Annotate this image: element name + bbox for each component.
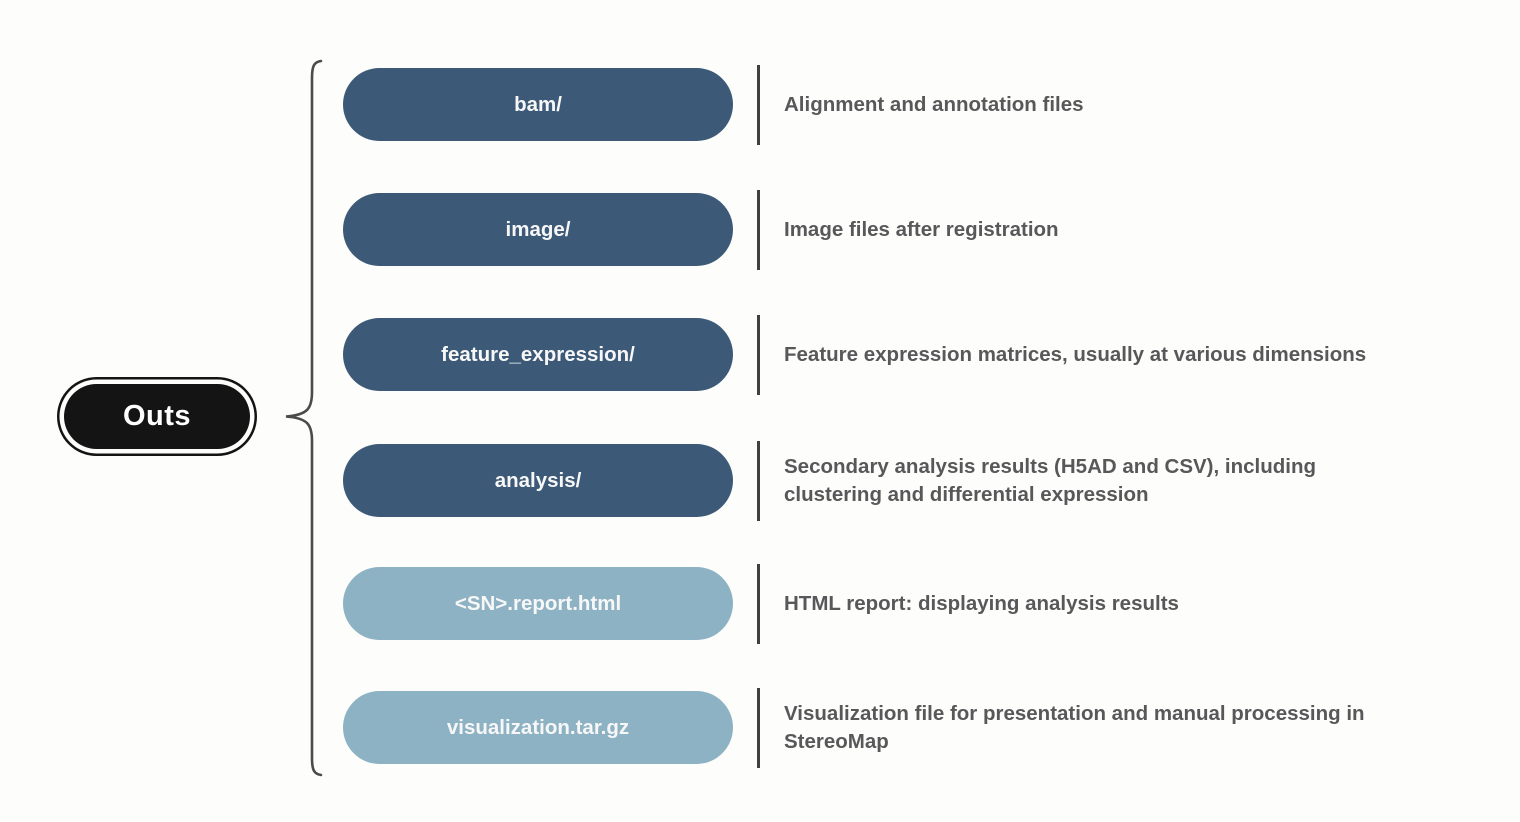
node-pill-feature-expression: feature_expression/ bbox=[343, 318, 733, 391]
node-description: Image files after registration bbox=[784, 216, 1059, 244]
diagram-row-analysis: analysis/ Secondary analysis results (H5… bbox=[0, 436, 1520, 526]
root-node-label: Outs bbox=[122, 400, 192, 432]
diagram-row-feature-expression: feature_expression/ Feature expression m… bbox=[0, 310, 1520, 400]
brace-connector-icon bbox=[285, 59, 323, 777]
diagram-row-bam: bam/ Alignment and annotation files bbox=[0, 60, 1520, 150]
description-line: HTML report: displaying analysis results bbox=[784, 592, 1179, 615]
pill-label: image/ bbox=[505, 217, 571, 241]
divider-line bbox=[757, 65, 760, 145]
diagram-row-visualization: visualization.tar.gz Visualization file … bbox=[0, 683, 1520, 773]
node-pill-report-html: <SN>.report.html bbox=[343, 567, 733, 640]
description-line: clustering and differential expression bbox=[784, 483, 1149, 506]
node-description: Visualization file for presentation and … bbox=[784, 700, 1365, 756]
node-description: Alignment and annotation files bbox=[784, 91, 1084, 119]
divider-line bbox=[757, 315, 760, 395]
divider-line bbox=[757, 564, 760, 644]
description-line: Secondary analysis results (H5AD and CSV… bbox=[784, 455, 1316, 478]
root-node-outs: Outs bbox=[64, 384, 250, 449]
description-line: Alignment and annotation files bbox=[784, 93, 1084, 116]
description-line: Image files after registration bbox=[784, 218, 1059, 241]
node-description: Secondary analysis results (H5AD and CSV… bbox=[784, 453, 1316, 509]
node-description: Feature expression matrices, usually at … bbox=[784, 341, 1366, 369]
pill-label: <SN>.report.html bbox=[454, 591, 622, 615]
pill-label: feature_expression/ bbox=[441, 342, 635, 366]
divider-line bbox=[757, 688, 760, 768]
divider-line bbox=[757, 190, 760, 270]
node-pill-bam: bam/ bbox=[343, 68, 733, 141]
node-pill-image: image/ bbox=[343, 193, 733, 266]
divider-line bbox=[757, 441, 760, 521]
description-line: Visualization file for presentation and … bbox=[784, 702, 1365, 725]
pill-label: bam/ bbox=[514, 92, 562, 116]
description-line: StereoMap bbox=[784, 730, 889, 753]
node-description: HTML report: displaying analysis results bbox=[784, 590, 1179, 618]
description-line: Feature expression matrices, usually at … bbox=[784, 343, 1367, 366]
pill-label: analysis/ bbox=[494, 468, 582, 492]
node-pill-analysis: analysis/ bbox=[343, 444, 733, 517]
diagram-row-image: image/ Image files after registration bbox=[0, 185, 1520, 275]
node-pill-visualization: visualization.tar.gz bbox=[343, 691, 733, 764]
diagram-row-report-html: <SN>.report.html HTML report: displaying… bbox=[0, 559, 1520, 649]
pill-label: visualization.tar.gz bbox=[446, 715, 630, 739]
